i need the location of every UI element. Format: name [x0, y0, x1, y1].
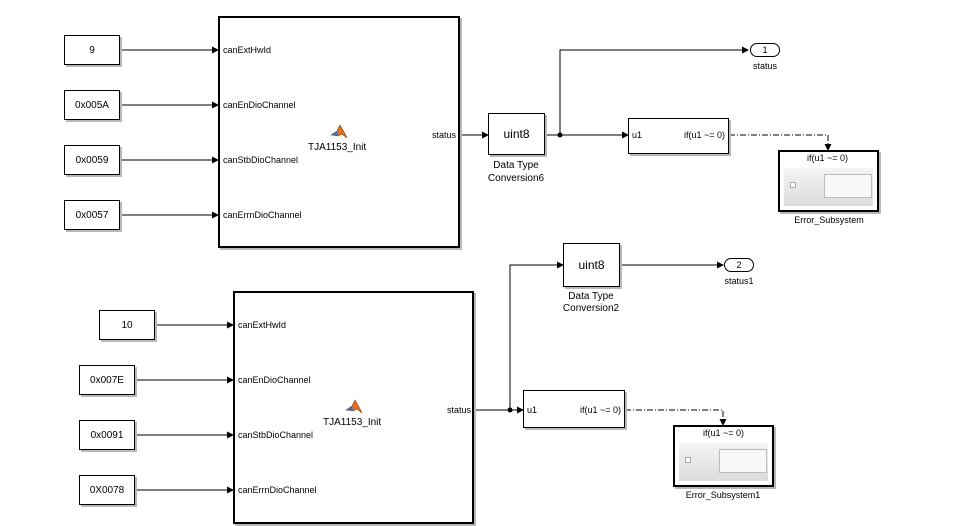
if-input-label: u1: [527, 405, 538, 415]
block-name: Conversion6: [487, 173, 545, 184]
input-port-label: canExtHwId: [223, 45, 272, 55]
input-port-label: canErrnDioChannel: [238, 485, 317, 495]
constant-block[interactable]: 0x0057: [64, 200, 120, 230]
outport-block[interactable]: 2: [724, 258, 754, 272]
if-condition-label: if(u1 ~= 0): [684, 130, 726, 140]
input-port-label: canEnDioChannel: [223, 100, 296, 110]
output-port-label: status: [447, 405, 472, 415]
if-block[interactable]: [628, 118, 729, 154]
block-name: Data Type: [493, 160, 539, 171]
constant-block[interactable]: 10: [99, 310, 155, 340]
subsystem-mini-port: [685, 457, 691, 463]
input-port-label: canEnDioChannel: [238, 375, 311, 385]
subsystem-name: Error_Subsystem1: [685, 490, 761, 500]
block-name: TJA1153_Init: [308, 142, 367, 153]
data-type-conversion-block[interactable]: uint8: [488, 113, 545, 155]
input-port-label: canErrnDioChannel: [223, 210, 302, 220]
input-port-label: canStbDioChannel: [223, 155, 299, 165]
input-port-label: canExtHwId: [238, 320, 287, 330]
block-name: Data Type: [568, 291, 614, 302]
constant-block[interactable]: 0x007E: [79, 365, 135, 395]
subsystem-title: if(u1 ~= 0): [703, 428, 745, 438]
if-condition-label: if(u1 ~= 0): [580, 405, 622, 415]
constant-block[interactable]: 0x005A: [64, 90, 120, 120]
subsystem-title: if(u1 ~= 0): [807, 153, 849, 163]
constant-block[interactable]: 0x0059: [64, 145, 120, 175]
block-name: Conversion2: [562, 303, 620, 314]
output-port-label: status: [432, 130, 457, 140]
subsystem-mini-block: [824, 174, 872, 198]
if-input-label: u1: [632, 130, 643, 140]
outport-block[interactable]: 1: [750, 43, 780, 57]
matlab-icon: [330, 124, 348, 139]
if-block[interactable]: [523, 390, 625, 428]
subsystem-mini-port: [790, 182, 796, 188]
constant-block[interactable]: 0x0091: [79, 420, 135, 450]
constant-block[interactable]: 0X0078: [79, 475, 135, 505]
if-action-subsystem[interactable]: [673, 425, 774, 487]
constant-block[interactable]: 9: [64, 35, 120, 65]
matlab-icon: [345, 399, 363, 414]
if-action-subsystem[interactable]: [778, 150, 879, 212]
subsystem-name: Error_Subsystem: [794, 215, 864, 225]
subsystem-mini-block: [719, 449, 767, 473]
block-name: TJA1153_Init: [323, 417, 382, 428]
input-port-label: canStbDioChannel: [238, 430, 314, 440]
outport-name: status: [752, 61, 777, 71]
outport-name: status1: [724, 276, 754, 286]
data-type-conversion-block[interactable]: uint8: [563, 243, 620, 287]
